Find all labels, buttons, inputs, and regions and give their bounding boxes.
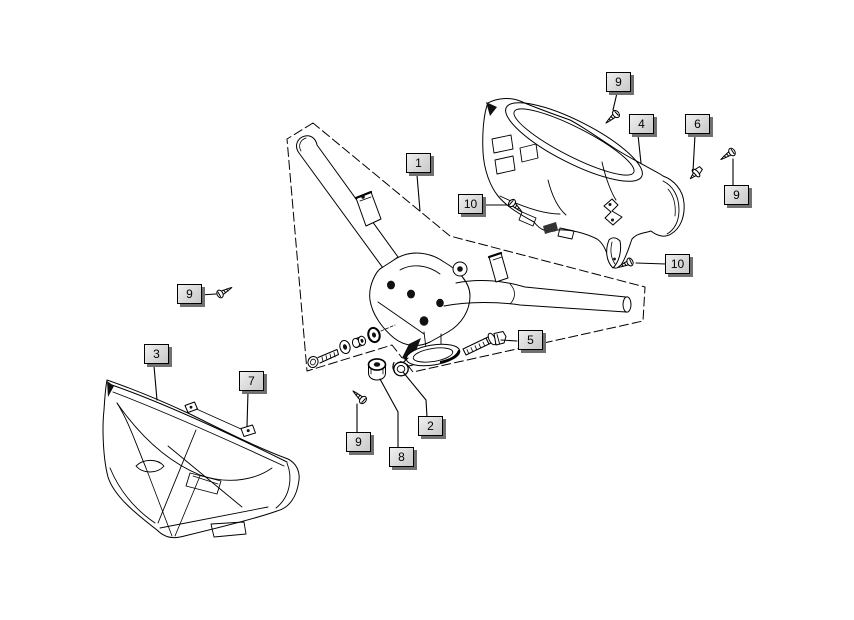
callout-1[interactable]: 1 [406, 153, 431, 173]
callout-3[interactable]: 3 [144, 344, 169, 364]
part-9-screw-top [602, 108, 622, 127]
callout-10-right[interactable]: 10 [665, 254, 690, 274]
part-6-screw-drawing [689, 166, 703, 180]
leader-lines [153, 92, 734, 448]
callout-2[interactable]: 2 [418, 416, 443, 436]
part-9-screw-center [349, 387, 369, 406]
part-group-outline [286, 122, 646, 373]
callout-9-left[interactable]: 9 [177, 284, 202, 304]
part-9-screw-left [214, 283, 235, 300]
callout-4[interactable]: 4 [629, 114, 654, 134]
part-5-bolt-drawing [462, 331, 507, 356]
part-1-handlebar-drawing [296, 135, 632, 370]
callout-7[interactable]: 7 [239, 371, 264, 391]
part-4-rear-cover-drawing [482, 98, 685, 269]
part-7-clips-drawing [184, 401, 256, 437]
callout-9-center[interactable]: 9 [346, 432, 371, 452]
callout-5[interactable]: 5 [518, 330, 543, 350]
callout-9-right[interactable]: 9 [724, 185, 749, 205]
callout-8[interactable]: 8 [389, 447, 414, 467]
part-3-front-cover-drawing [102, 379, 300, 539]
part-2-bushing-drawing [391, 358, 409, 377]
callout-9-top[interactable]: 9 [606, 72, 631, 92]
callout-6[interactable]: 6 [685, 114, 710, 134]
part-9-screw-right [718, 146, 738, 164]
callout-10-left[interactable]: 10 [458, 194, 483, 214]
part-8-nut-drawing [367, 358, 387, 381]
